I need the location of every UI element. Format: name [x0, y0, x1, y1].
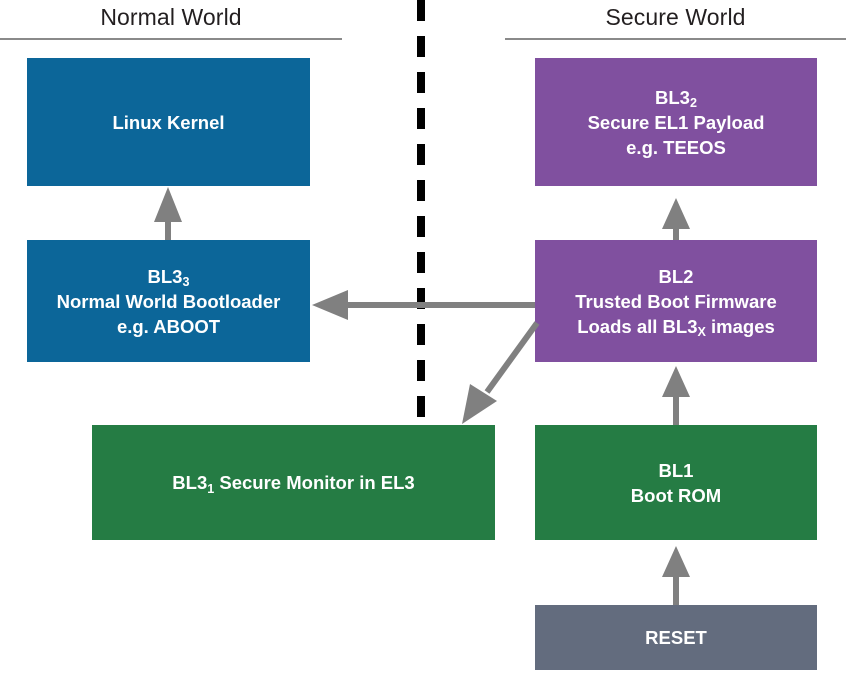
box-linux-kernel-line-1: Linux Kernel [112, 111, 225, 133]
arrow-bl1-to-bl2 [662, 366, 690, 425]
box-bl33-line-1: BL33 [147, 265, 190, 290]
box-bl32-line-3: e.g. TEEOS [626, 136, 726, 158]
divider-dash [417, 252, 425, 273]
arrow-bl33-to-linux-kernel [154, 187, 182, 240]
world-divider-dashed-line [417, 0, 425, 428]
box-bl31-subscript: 1 [207, 481, 215, 496]
divider-dash [417, 360, 425, 381]
box-bl32-line-2: Secure EL1 Payload [587, 111, 765, 133]
box-bl2-subscript: X [697, 325, 706, 340]
box-bl2-line-3: Loads all BL3X images [577, 315, 775, 340]
secure-world-label: Secure World [605, 4, 746, 30]
normal-world-label: Normal World [100, 4, 242, 30]
divider-dash [417, 180, 425, 201]
divider-dash [417, 216, 425, 237]
divider-dash [417, 108, 425, 129]
box-bl2-line-2: Trusted Boot Firmware [575, 290, 777, 312]
box-reset-line-1: RESET [645, 627, 707, 648]
box-bl32: BL32 Secure EL1 Payload e.g. TEEOS [535, 58, 817, 186]
arrow-bl2-to-bl31 [462, 321, 540, 424]
box-bl1-line-2: Boot ROM [630, 484, 722, 506]
box-reset: RESET [535, 605, 817, 670]
normal-world-rule [0, 38, 342, 40]
box-bl2: BL2 Trusted Boot Firmware Loads all BL3X… [535, 240, 817, 362]
arrow-reset-to-bl1 [662, 546, 690, 605]
divider-dash [417, 36, 425, 57]
box-bl32-subscript: 2 [689, 96, 697, 111]
box-bl1-boot-rom: BL1 Boot ROM [535, 425, 817, 540]
box-bl33-line-2: Normal World Bootloader [56, 290, 281, 312]
divider-dash [417, 144, 425, 165]
box-linux-kernel: Linux Kernel [27, 58, 310, 186]
box-bl32-line-1: BL32 [655, 86, 697, 111]
normal-world-header: Normal World [0, 2, 342, 40]
divider-dash [417, 288, 425, 309]
divider-dash [417, 72, 425, 93]
divider-dash [417, 396, 425, 417]
divider-dash [417, 0, 425, 21]
box-bl31-secure-monitor: BL31 Secure Monitor in EL3 [92, 425, 495, 540]
box-bl31-line-1: BL31 Secure Monitor in EL3 [172, 472, 415, 496]
box-bl1-line-1: BL1 [658, 459, 694, 481]
secure-world-header: Secure World [505, 2, 846, 40]
arrow-bl2-to-bl32 [662, 198, 690, 240]
secure-world-rule [505, 38, 846, 40]
divider-dash [417, 324, 425, 345]
box-bl33: BL33 Normal World Bootloader e.g. ABOOT [27, 240, 310, 362]
box-bl33-subscript: 3 [182, 275, 190, 290]
box-bl33-line-3: e.g. ABOOT [116, 315, 221, 337]
box-bl2-line-1: BL2 [658, 265, 694, 287]
